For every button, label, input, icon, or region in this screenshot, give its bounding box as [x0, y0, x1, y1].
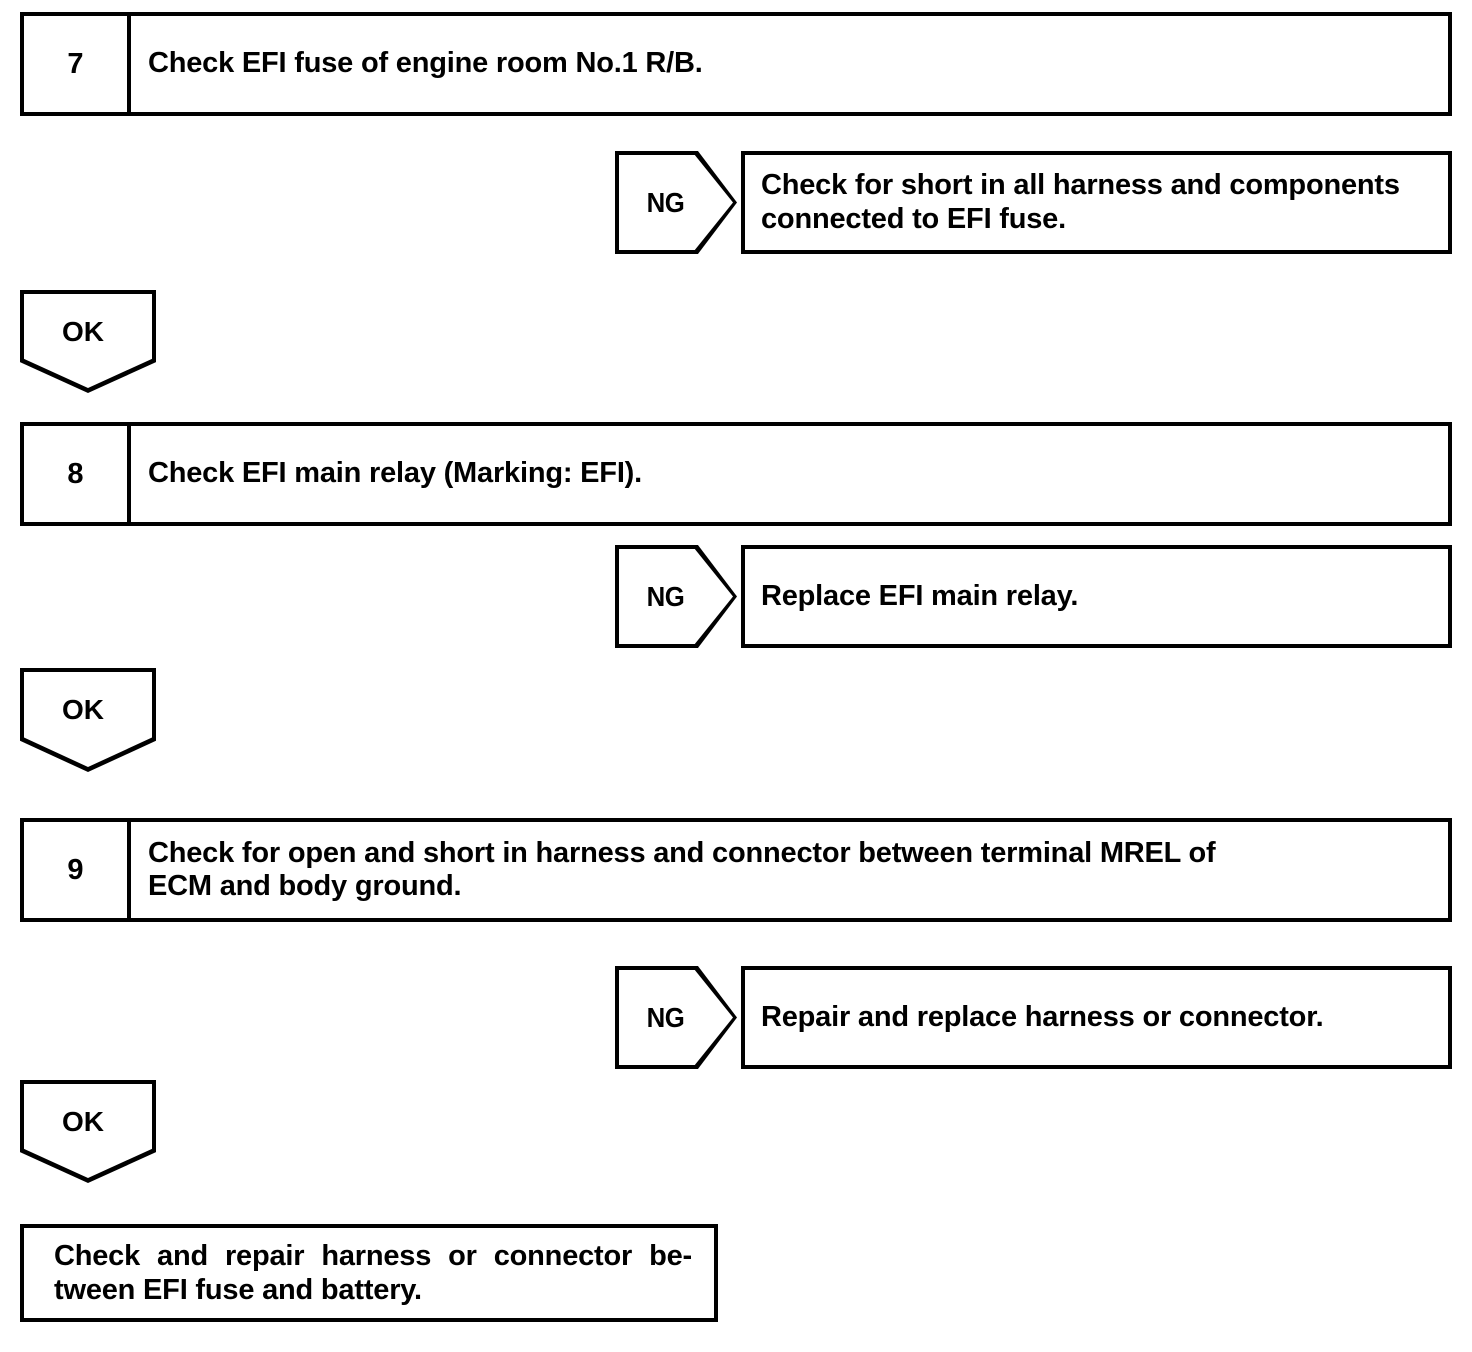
ng-arrow-7-inner: NG [619, 155, 733, 250]
ng-arrow-8: NG [615, 545, 737, 648]
step-text-9-block: Check for open and short in harness and … [148, 837, 1216, 903]
conclusion-box: Check and repair harness or connector be… [20, 1224, 718, 1322]
step-text-7-line-1: Check EFI fuse of engine room No.1 R/B. [148, 47, 703, 80]
step-row-8: 8 Check EFI main relay (Marking: EFI). [20, 422, 1452, 526]
step-text-8: Check EFI main relay (Marking: EFI). [131, 426, 1448, 522]
step-number-8: 8 [24, 426, 131, 522]
step-number-7: 7 [24, 16, 131, 112]
step-text-9-line-2: ECM and body ground. [148, 870, 462, 902]
ok-arrow-8: OK [20, 668, 156, 772]
ng-result-text-9: Repair and replace harness or connector. [761, 1001, 1324, 1035]
ng-label-9: NG [646, 1001, 685, 1033]
ng-result-text-8: Replace EFI main relay. [761, 580, 1078, 614]
step-number-9-value: 9 [67, 853, 84, 886]
ok-label-7: OK [62, 316, 104, 347]
step-text-9: Check for open and short in harness and … [131, 822, 1448, 918]
step-text-8-line-1: Check EFI main relay (Marking: EFI). [148, 457, 642, 490]
step-row-7: 7 Check EFI fuse of engine room No.1 R/B… [20, 12, 1452, 116]
step-text-7: Check EFI fuse of engine room No.1 R/B. [131, 16, 1448, 112]
ng-result-box-8: Replace EFI main relay. [741, 545, 1452, 648]
step-row-9: 9 Check for open and short in harness an… [20, 818, 1452, 922]
ok-arrow-9: OK [20, 1080, 156, 1183]
ng-label-8: NG [646, 580, 685, 612]
ng-result-9-line-1: Repair and replace harness or connector. [761, 1000, 1324, 1033]
ng-result-box-7: Check for short in all harness and compo… [741, 151, 1452, 254]
ok-label-9: OK [62, 1106, 104, 1137]
step-number-9: 9 [24, 822, 131, 918]
ng-arrow-9: NG [615, 966, 737, 1069]
step-text-9-line-1: Check for open and short in harness and … [148, 836, 1216, 869]
conclusion-line-1: Check and repair harness or connector be… [54, 1239, 692, 1272]
ng-result-text-7: Check for short in all harness and compo… [761, 169, 1400, 236]
ng-arrow-7: NG [615, 151, 737, 254]
ng-result-7-line-1: Check for short in all harness and compo… [761, 168, 1400, 201]
ng-arrow-9-inner: NG [619, 970, 733, 1065]
ok-arrow-7: OK [20, 290, 156, 393]
ng-result-box-9: Repair and replace harness or connector. [741, 966, 1452, 1069]
ng-result-7-line-2: connected to EFI fuse. [761, 202, 1066, 235]
ng-result-8-line-1: Replace EFI main relay. [761, 579, 1079, 612]
ok-label-8: OK [62, 694, 104, 725]
ng-label-7: NG [646, 186, 685, 218]
ng-arrow-8-inner: NG [619, 549, 733, 644]
conclusion-line-2: tween EFI fuse and battery. [54, 1274, 422, 1306]
